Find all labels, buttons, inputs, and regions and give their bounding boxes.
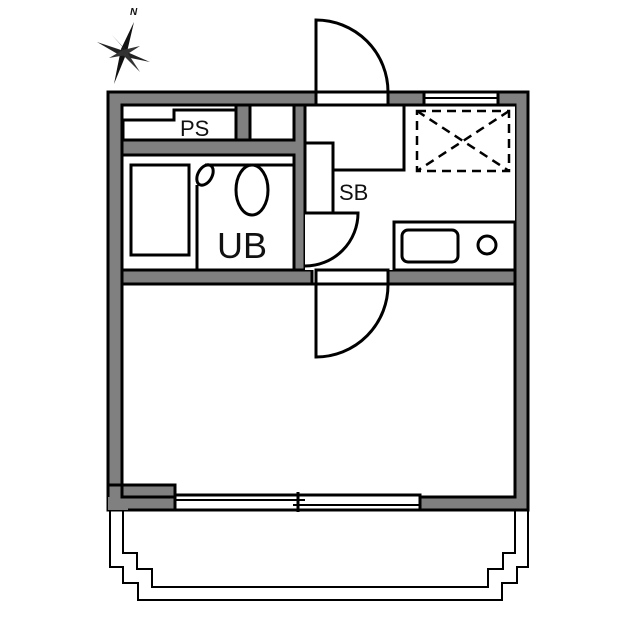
sb-label: SB (339, 180, 368, 205)
balcony-sliding-window[interactable] (173, 492, 422, 512)
refrigerator-space (415, 109, 511, 173)
ub-label: UB (217, 225, 267, 266)
sink-basin (195, 163, 215, 187)
room-door[interactable] (314, 268, 390, 359)
top-window (422, 90, 500, 107)
balcony (109, 510, 529, 601)
bathtub (129, 163, 191, 257)
stove-burner (476, 234, 498, 256)
kitchen-sink (400, 228, 460, 264)
storage-box (248, 103, 296, 142)
ps-closet: PS (121, 108, 238, 142)
front-door[interactable] (314, 18, 390, 107)
kitchen-counter (392, 220, 517, 272)
compass-rose-icon: N (97, 7, 150, 84)
ps-label: PS (180, 116, 209, 141)
bath-door[interactable] (304, 211, 360, 268)
shoe-box (303, 141, 335, 215)
toilet (234, 163, 270, 217)
north-label: N (130, 7, 138, 18)
main-room (120, 282, 517, 499)
entrance-area: SB (303, 103, 517, 272)
unit-bath: UB (120, 153, 296, 272)
